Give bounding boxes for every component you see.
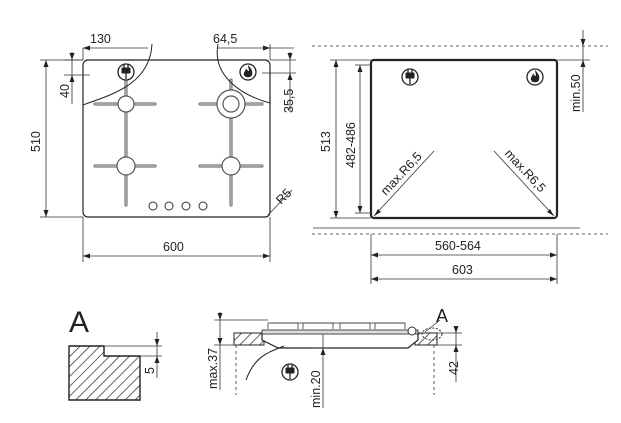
electric-plug-icon (281, 363, 299, 381)
dim-label-482-486: 482-486 (344, 122, 358, 168)
dim-label-min-20: min.20 (309, 370, 323, 408)
gas-flame-icon (526, 68, 544, 86)
dim-label-35-5: 35,5 (282, 89, 296, 113)
dim-min-20: min.20 (309, 334, 330, 408)
dim-max-37: max.37 (206, 312, 268, 390)
hob-outline (82, 59, 271, 218)
knob-2 (164, 201, 174, 211)
dim-label-5: 5 (143, 367, 157, 374)
worktop-left (233, 332, 265, 346)
dim-40: 40 (58, 52, 90, 104)
dim-label-510: 510 (29, 131, 43, 152)
hob-top-view: 130 64,5 40 35,5 (29, 32, 296, 262)
dim-label-42: 42 (447, 361, 461, 375)
burner-front-right (221, 156, 241, 176)
side-view: max.37 min.20 42 A (206, 306, 462, 408)
dim-35-5: 35,5 (262, 52, 296, 113)
hob-body (261, 332, 419, 349)
dim-label-40: 40 (58, 84, 72, 98)
dim-r5: R5 (267, 186, 294, 216)
burner-rear-left (117, 95, 135, 113)
dim-130: 130 (82, 32, 148, 60)
dim-42: 42 (437, 326, 462, 382)
dim-560-564: 560-564 (370, 234, 558, 260)
dim-482-486: 482-486 (344, 64, 371, 214)
detail-a: A 5 (68, 306, 162, 401)
dim-label-513: 513 (319, 131, 333, 152)
dim-513: 513 (319, 59, 371, 219)
electric-plug-icon (401, 68, 419, 86)
cutout-view: max.R6,5 max.R6,5 min.50 513 (312, 30, 608, 284)
detail-a-callout: A (421, 306, 448, 341)
dim-label-r6-5-left: max.R6,5 (378, 149, 425, 198)
dim-510: 510 (29, 59, 83, 218)
cutout-outline (369, 58, 559, 220)
dim-label-603: 603 (452, 263, 473, 277)
dim-label-min-50: min.50 (569, 74, 583, 112)
electric-plug-icon (117, 63, 135, 81)
dim-label-600: 600 (163, 240, 184, 254)
dim-600: 600 (82, 217, 271, 262)
dim-min-50: min.50 (557, 30, 590, 112)
dim-max-r6-5-right: max.R6,5 (493, 146, 555, 217)
dim-max-r6-5-left: max.R6,5 (373, 149, 435, 217)
knob-4 (198, 201, 208, 211)
dim-label-r5: R5 (273, 186, 294, 207)
dim-label-64-5: 64,5 (213, 32, 237, 46)
worktop-section (68, 345, 141, 401)
detail-a-marker: A (436, 306, 448, 326)
dim-label-r6-5-right: max.R6,5 (502, 146, 549, 195)
dim-label-130: 130 (90, 32, 111, 46)
burner-front-left (116, 156, 136, 176)
knob-3 (181, 201, 191, 211)
dim-64-5: 64,5 (213, 32, 294, 60)
dim-603: 603 (370, 260, 558, 284)
dim-label-560-564: 560-564 (435, 239, 481, 253)
dim-label-max-37: max.37 (206, 348, 220, 389)
knob-1 (148, 201, 158, 211)
detail-a-label: A (69, 306, 89, 339)
power-cable (245, 345, 285, 381)
gas-flame-icon (239, 63, 257, 81)
